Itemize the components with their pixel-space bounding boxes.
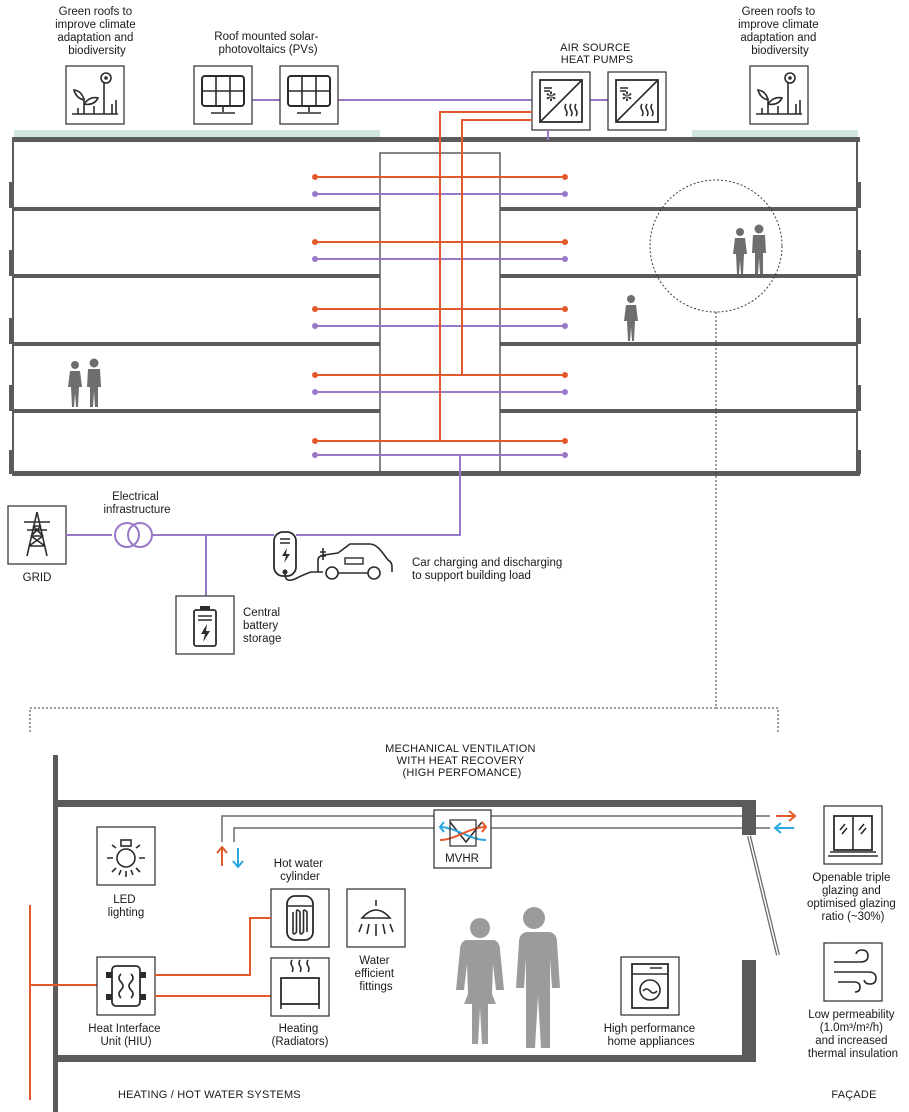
hiu-to-cylinder-pipe [155, 917, 271, 976]
green-roof-left-label: Green roofs to improve climate adaptatio… [55, 6, 139, 57]
solar-panel-icon [279, 65, 339, 125]
heating-systems-caption: HEATING / HOT WATER SYSTEMS [118, 1089, 301, 1101]
detail-callout-circle [649, 179, 783, 313]
shower-icon [346, 888, 406, 948]
detail-ceiling-slab [58, 800, 756, 807]
green-roof-icon [65, 65, 125, 125]
svg-text:✼: ✼ [622, 89, 633, 104]
electrical-infrastructure-label: Electrical infrastructure [103, 491, 170, 516]
mvhr-icon [433, 809, 492, 869]
svg-text:✼: ✼ [546, 89, 557, 104]
bulb-icon [96, 826, 156, 886]
glazing-label: Openable triple glazing and optimised gl… [807, 872, 899, 923]
water-fittings-label: Water efficient fittings [355, 955, 398, 993]
detail-party-wall [53, 755, 58, 1112]
heat-pump-icon: ✼ [607, 71, 667, 131]
ev-charger-icon [273, 531, 323, 582]
appliances-label: High performance home appliances [604, 1023, 699, 1048]
mvhr-title: MECHANICAL VENTILATION WITH HEAT RECOVER… [385, 743, 539, 779]
building-walls [9, 137, 861, 475]
transformer-icon [114, 522, 153, 548]
mvhr-label: MVHR [445, 853, 479, 865]
car-icon [317, 543, 393, 580]
air-flow-arrows [216, 810, 797, 869]
hiu-label: Heat Interface Unit (HIU) [88, 1023, 163, 1048]
detail-floor-slab [58, 1055, 756, 1062]
occupants-detail [456, 907, 560, 1048]
green-roof-icon [749, 65, 809, 125]
detail-facade-upstand [742, 960, 756, 1055]
heat-riser-b [461, 119, 532, 375]
car-charging-label: Car charging and discharging to support … [412, 557, 565, 582]
heating-label: Heating (Radiators) [272, 1023, 329, 1048]
heat-pump-icon: ✼ [531, 71, 591, 131]
window-icon [823, 805, 883, 865]
roof-slab [12, 137, 860, 142]
green-roof-left [14, 130, 380, 137]
pylon-icon [7, 505, 67, 565]
occupant-floor-3-right [624, 295, 638, 341]
heat-riser-a [439, 111, 532, 441]
power-riser [296, 455, 461, 536]
battery-icon [175, 595, 235, 655]
detail-leader [29, 312, 779, 732]
heat-pumps-label: AIR SOURCE HEAT PUMPS [560, 42, 634, 66]
green-roof-right-label: Green roofs to improve climate adaptatio… [738, 6, 822, 57]
ventilation-ducts [221, 815, 770, 842]
cylinder-icon [270, 888, 330, 948]
radiator-icon [270, 957, 330, 1017]
occupants-floor-2-right [733, 224, 766, 274]
floor-slabs [12, 207, 860, 476]
facade-caption: FAÇADE [831, 1089, 876, 1101]
solar-panel-icon [193, 65, 253, 125]
occupants-floor-4-left [68, 358, 101, 407]
green-roof-right [692, 130, 858, 137]
hiu-icon [96, 956, 156, 1016]
permeability-label: Low permeability (1.0m³/m²/h) and increa… [808, 1009, 898, 1060]
grid-label: GRID [23, 572, 52, 584]
detail-facade-head [742, 807, 756, 835]
washing-machine-icon [620, 956, 680, 1016]
battery-label: Central battery storage [243, 607, 283, 645]
wind-icon [823, 942, 883, 1002]
solar-pv-label: Roof mounted solar- photovoltaics (PVs) [214, 31, 321, 56]
led-label: LED lighting [108, 894, 144, 919]
hot-water-cylinder-label: Hot water cylinder [274, 858, 326, 883]
